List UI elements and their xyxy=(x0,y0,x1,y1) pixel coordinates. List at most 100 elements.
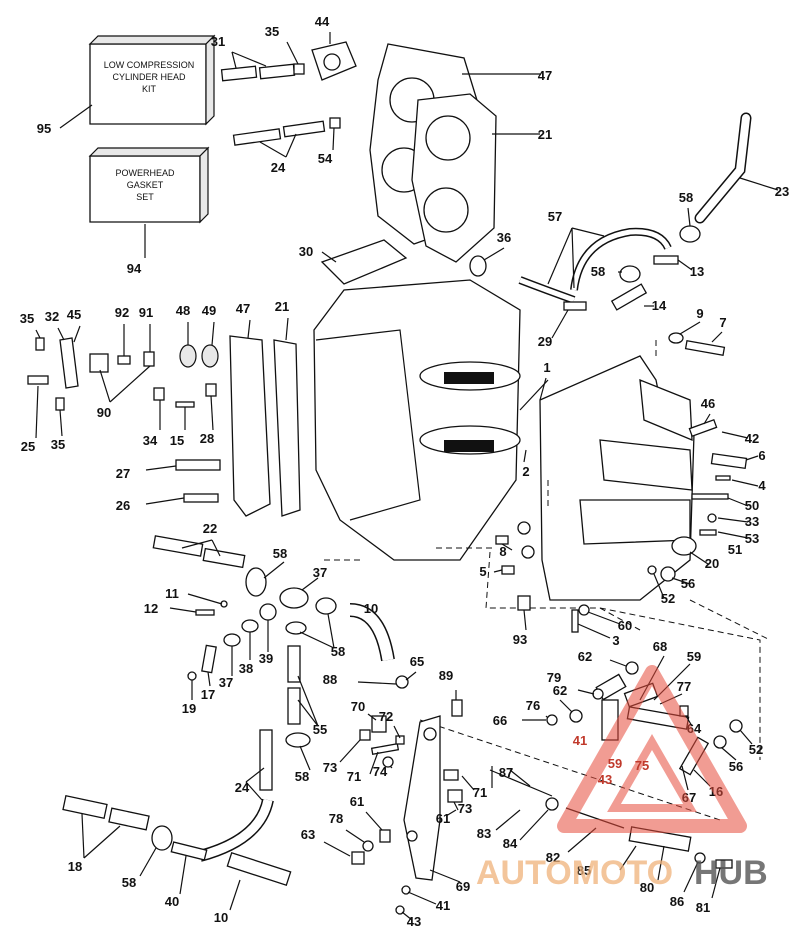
watermark-logo: AUTOMOTO HUB xyxy=(476,854,768,892)
part-label-72: 72 xyxy=(379,709,393,724)
part-label-76: 76 xyxy=(526,698,540,713)
part-label-47: 47 xyxy=(236,301,250,316)
part-label-31: 31 xyxy=(211,34,225,49)
part-label-10: 10 xyxy=(214,910,228,925)
part-label-58: 58 xyxy=(331,644,345,659)
part-label-37: 37 xyxy=(219,675,233,690)
cylinder-head-kit-box: LOW COMPRESSION CYLINDER HEAD KIT xyxy=(88,34,216,126)
part-label-35: 35 xyxy=(51,437,65,452)
part-label-28: 28 xyxy=(200,431,214,446)
part-label-21: 21 xyxy=(538,127,552,142)
part-label-69: 69 xyxy=(456,879,470,894)
kit95-line2: CYLINDER HEAD xyxy=(112,72,186,82)
part-label-92: 92 xyxy=(115,305,129,320)
part-label-24: 24 xyxy=(271,160,286,175)
part-label-91: 91 xyxy=(139,305,153,320)
cylinder-head-top xyxy=(369,43,540,263)
part-label-63: 63 xyxy=(301,827,315,842)
part-label-81: 81 xyxy=(696,900,710,915)
part-label-88: 88 xyxy=(323,672,337,687)
part-label-46: 46 xyxy=(701,396,715,411)
part-label-65: 65 xyxy=(410,654,424,669)
right-side-parts xyxy=(647,413,759,599)
callout-label-43: 43 xyxy=(598,772,612,787)
kit94-line3: SET xyxy=(136,192,154,202)
part-label-6: 6 xyxy=(758,448,765,463)
part-label-90: 90 xyxy=(97,405,111,420)
part-label-4: 4 xyxy=(758,478,766,493)
part-label-66: 66 xyxy=(493,713,507,728)
part-label-52: 52 xyxy=(749,742,763,757)
part-label-26: 26 xyxy=(116,498,130,513)
part-label-7: 7 xyxy=(719,315,726,330)
part-label-42: 42 xyxy=(745,431,759,446)
part-label-58: 58 xyxy=(591,264,605,279)
part-label-33: 33 xyxy=(745,514,759,529)
part-label-38: 38 xyxy=(239,661,253,676)
part-label-71: 71 xyxy=(347,769,361,784)
callout-label-59: 59 xyxy=(608,756,622,771)
part-label-8: 8 xyxy=(499,544,506,559)
part-label-44: 44 xyxy=(315,14,330,29)
part-label-45: 45 xyxy=(67,307,81,322)
kit95-line1: LOW COMPRESSION xyxy=(104,60,195,70)
part-label-62: 62 xyxy=(553,683,567,698)
part-label-71: 71 xyxy=(473,785,487,800)
part-label-77: 77 xyxy=(677,679,691,694)
part-label-55: 55 xyxy=(313,722,327,737)
part-label-85: 85 xyxy=(577,863,591,878)
part-label-35: 35 xyxy=(20,311,34,326)
part-label-1: 1 xyxy=(543,360,550,375)
part-label-60: 60 xyxy=(618,618,632,633)
part-label-78: 78 xyxy=(329,811,343,826)
gasket-set-box: POWERHEAD GASKET SET xyxy=(88,146,210,224)
right-linkage xyxy=(493,449,753,899)
part-label-58: 58 xyxy=(679,190,693,205)
part-label-84: 84 xyxy=(503,836,518,851)
part-label-35: 35 xyxy=(265,24,279,39)
part-label-56: 56 xyxy=(729,759,743,774)
part-label-68: 68 xyxy=(653,639,667,654)
part-label-62: 62 xyxy=(578,649,592,664)
left-side-parts xyxy=(27,321,219,439)
kit94-line2: GASKET xyxy=(127,180,164,190)
part-label-20: 20 xyxy=(705,556,719,571)
part-label-93: 93 xyxy=(513,632,527,647)
part-label-58: 58 xyxy=(273,546,287,561)
part-label-50: 50 xyxy=(745,498,759,513)
hoses-57 xyxy=(469,227,693,339)
part-label-61: 61 xyxy=(350,794,364,809)
part-label-58: 58 xyxy=(295,769,309,784)
callout-label-75: 75 xyxy=(635,758,649,773)
middle-hoses xyxy=(152,535,395,700)
part-label-74: 74 xyxy=(373,764,388,779)
bolt-7 xyxy=(668,321,726,356)
part-label-52: 52 xyxy=(661,591,675,606)
part-label-24: 24 xyxy=(235,780,250,795)
part-label-58: 58 xyxy=(122,875,136,890)
part-label-61: 61 xyxy=(436,811,450,826)
part-label-79: 79 xyxy=(547,670,561,685)
hose-23 xyxy=(679,112,779,243)
part-label-95: 95 xyxy=(37,121,51,136)
watermark-triangle xyxy=(557,665,747,833)
part-label-21: 21 xyxy=(275,299,289,314)
hoses-top xyxy=(220,41,341,158)
part-label-73: 73 xyxy=(458,801,472,816)
gasket-30 xyxy=(320,239,408,285)
part-label-48: 48 xyxy=(176,303,190,318)
part-label-47: 47 xyxy=(538,68,552,83)
part-label-37: 37 xyxy=(313,565,327,580)
part-label-9: 9 xyxy=(696,306,703,321)
part-label-86: 86 xyxy=(670,894,684,909)
part-label-10: 10 xyxy=(364,601,378,616)
part-label-70: 70 xyxy=(351,699,365,714)
part-label-51: 51 xyxy=(728,542,742,557)
spark-plug xyxy=(145,459,221,505)
watermark-text-auto: AUTOMOTO xyxy=(476,854,673,892)
part-label-12: 12 xyxy=(144,601,158,616)
part-label-94: 94 xyxy=(127,261,142,276)
part-label-89: 89 xyxy=(439,668,453,683)
